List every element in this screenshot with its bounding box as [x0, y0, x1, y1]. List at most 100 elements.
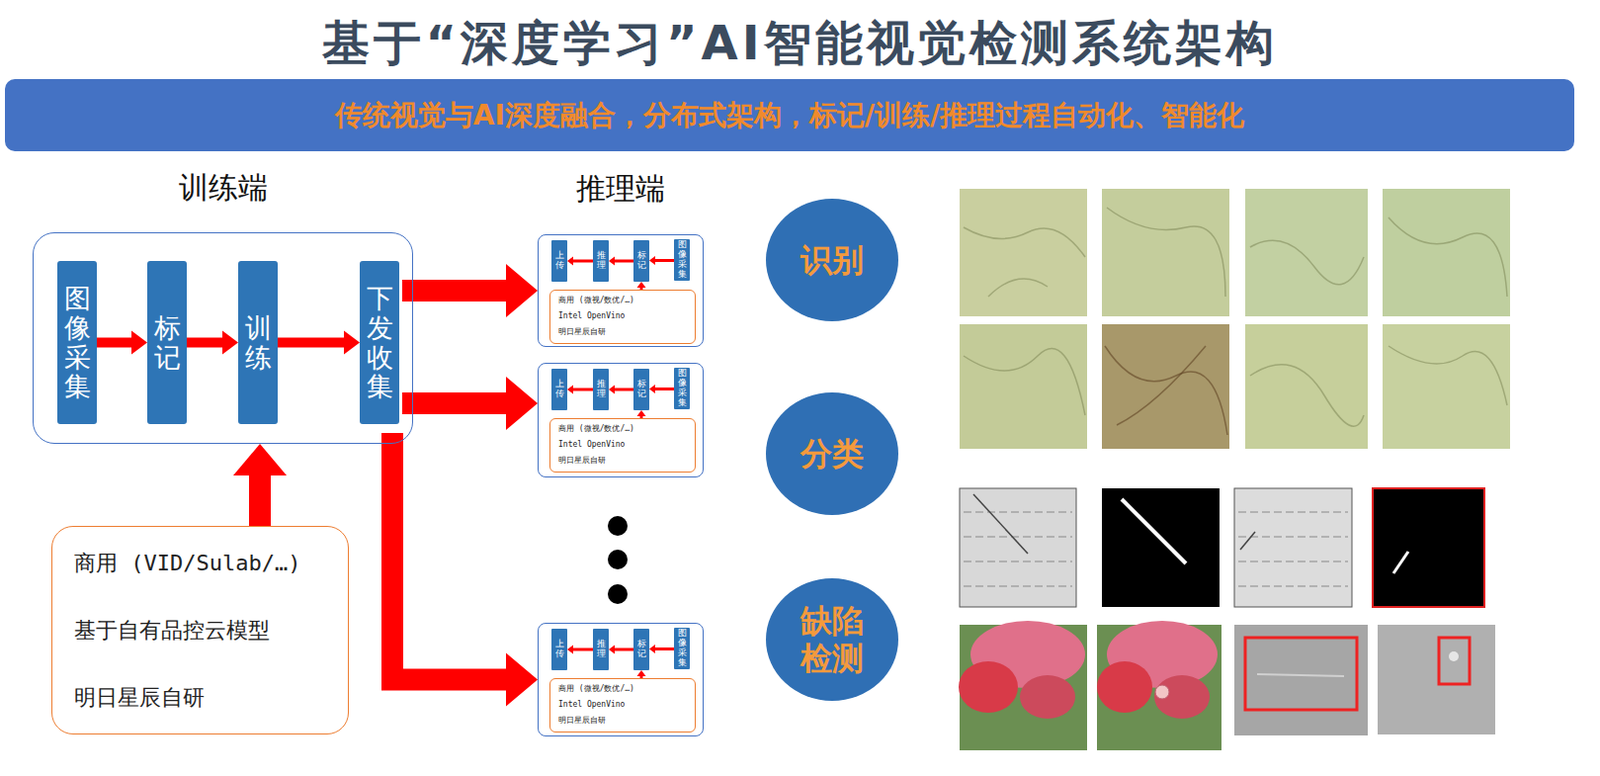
busbars — [963, 511, 1073, 587]
stone-samples — [959, 188, 1511, 449]
arrow-head — [131, 331, 148, 355]
node-label: 推理 — [596, 251, 606, 271]
text-group: 上传 — [555, 639, 565, 660]
flow-arrow — [637, 410, 647, 419]
busbar — [963, 536, 1073, 538]
mini-step-box: 推理 — [592, 368, 609, 411]
surface-image — [1234, 624, 1368, 736]
panel-heading: 推理端 — [538, 168, 703, 210]
stone-tile — [1245, 324, 1368, 449]
node-label: 图像采集 — [677, 240, 687, 280]
arrow-shaft — [614, 259, 634, 263]
node-label: 传统视觉与AI深度融合，分布式架构，标记/训练/推理过程自动化、智能化 — [335, 96, 1246, 135]
mini-step-box: 标记 — [633, 368, 650, 411]
vein — [1116, 345, 1206, 425]
flow-arrow — [649, 255, 674, 265]
node-label: 商用 (微视/数优/…) — [558, 296, 635, 306]
busbar — [963, 586, 1073, 588]
mini-step-box: 图像采集 — [673, 367, 690, 410]
busbar — [963, 511, 1073, 513]
arrow-shaft — [413, 392, 506, 415]
flow-arrow — [413, 263, 538, 318]
arrow-head — [505, 376, 538, 430]
text-group: 商用 (VID/Sulab/…)基于自有品控云模型明日星辰自研 — [74, 548, 301, 713]
vein — [963, 348, 1086, 417]
node-label: 标记 — [637, 251, 647, 271]
node-label: 推理 — [596, 379, 606, 400]
defect-box — [1438, 637, 1470, 684]
cell-image — [959, 488, 1077, 607]
node-label: 图像采集 — [677, 628, 687, 669]
dot — [607, 584, 628, 604]
stone-tile — [959, 324, 1088, 449]
flow-arrow — [233, 443, 287, 526]
node-label: 分类 — [800, 434, 864, 473]
step-box: 标记 — [147, 260, 187, 424]
inference-panel: 上传推理标记图像采集商用 (微视/数优/…)Intel OpenVino明日星辰… — [537, 362, 704, 478]
flow-arrow — [392, 443, 538, 707]
text-group: 上传 — [555, 379, 565, 400]
node-label: Intel OpenVino — [558, 440, 625, 450]
panel-heading: 训练端 — [33, 168, 413, 209]
inference-panel: 推理端上传推理标记图像采集商用 (微视/数优/…)Intel OpenVino明… — [537, 234, 704, 347]
stone-tile — [1382, 188, 1511, 317]
petal — [1096, 661, 1153, 713]
step-box: 图像采集 — [57, 260, 97, 424]
node-label: Intel OpenVino — [558, 700, 625, 710]
mini-step-box: 图像采集 — [673, 239, 690, 281]
node-label: 缺陷检测 — [799, 601, 865, 678]
defect-spot — [1155, 684, 1170, 699]
node-label: 上传 — [555, 639, 565, 660]
arrow-shaft — [186, 337, 223, 348]
mini-step-box: 上传 — [551, 240, 568, 282]
stone-tile — [1101, 188, 1230, 317]
text-group: 下发收集 — [366, 283, 394, 402]
engine-box: 商用 (微视/数优/…)Intel OpenVino明日星辰自研 — [549, 677, 696, 733]
function-circle: 分类 — [765, 392, 899, 515]
cell-image — [1234, 488, 1352, 607]
arrow-shaft — [655, 647, 674, 651]
arrow-head — [567, 385, 574, 395]
node-label: 标记 — [154, 313, 181, 372]
text-group: 推理 — [596, 379, 606, 400]
stone-tile — [959, 188, 1088, 317]
node-label: 图像采集 — [677, 368, 687, 409]
busbars — [1238, 511, 1348, 587]
flow-arrow — [413, 376, 538, 430]
arrow-head — [222, 331, 239, 355]
mask-crack — [1393, 551, 1409, 574]
inference-panel: 上传 推理 标记 图像采集商用 (微视/数优/…)Intel OpenVino明日星辰… — [537, 622, 704, 737]
banner-band: 传统视觉与AI深度融合，分布式架构，标记/训练/推理过程自动化、智能化 — [4, 79, 1575, 152]
text-group: 分类 — [800, 434, 864, 473]
mini-step-box: 推理 — [592, 628, 609, 671]
dot — [607, 515, 628, 536]
ellipsis-dots — [607, 515, 628, 604]
node-label: 商用 (微视/数优/…) — [558, 424, 635, 434]
arrow-head — [637, 281, 647, 288]
text-group: 传统视觉与AI深度融合，分布式架构，标记/训练/推理过程自动化、智能化 — [335, 96, 1246, 135]
arrow-shaft — [573, 648, 593, 652]
arrow-head — [608, 645, 615, 655]
mini-step-box: 推理 — [592, 240, 609, 282]
stone-tile — [1101, 324, 1230, 449]
arrow-head — [567, 256, 574, 266]
node-label: 推理 — [596, 639, 606, 660]
arrow-shaft — [392, 443, 506, 680]
scratch — [1257, 673, 1345, 676]
node-label: 标记 — [637, 639, 647, 660]
stone-veins — [963, 207, 1508, 435]
function-circle: 缺陷检测 — [765, 578, 899, 701]
crack — [973, 494, 1028, 554]
diagram-title: 基于“深度学习”AI智能视觉检测系统架构 — [0, 11, 1600, 76]
arrow-head — [637, 410, 647, 417]
petal — [1154, 674, 1210, 719]
flow-arrow — [567, 385, 593, 395]
text-group: 商用 (微视/数优/…)Intel OpenVino明日星辰自研 — [558, 296, 635, 337]
busbar — [1238, 586, 1348, 588]
vein — [988, 278, 1048, 297]
vein — [1388, 217, 1508, 297]
vein — [1250, 240, 1364, 284]
busbar — [1238, 561, 1348, 563]
solar-cells — [959, 488, 1485, 607]
mask-image — [1101, 488, 1220, 607]
